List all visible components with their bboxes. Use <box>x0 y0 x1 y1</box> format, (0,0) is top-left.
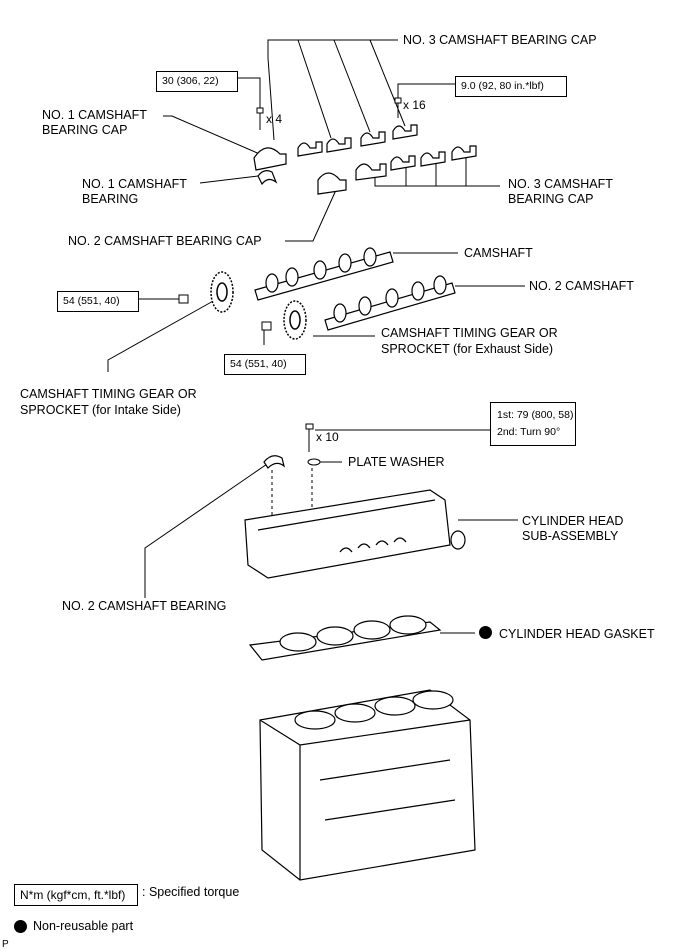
label-no3-cap-top: NO. 3 CAMSHAFT BEARING CAP <box>403 33 597 47</box>
no1-bearing-shape <box>257 170 278 186</box>
leader-cap3-top <box>267 39 398 141</box>
bolt-x16 <box>394 97 402 118</box>
no2-cap-shape <box>317 172 347 195</box>
qty-x10: x 10 <box>316 430 339 444</box>
legend-nonreusable-dot-icon <box>14 920 27 933</box>
label-no3-cap-right-2: BEARING CAP <box>508 192 594 206</box>
cylinder-head-gasket-shape <box>248 615 442 661</box>
torque-box-head-bolt: 1st: 79 (800, 58) 2nd: Turn 90° <box>490 402 576 446</box>
legend-torque-box: N*m (kgf*cm, ft.*lbf) <box>14 884 138 906</box>
torque-box-30: 30 (306, 22) <box>156 71 238 92</box>
label-cylinder-head-2: SUB-ASSEMBLY <box>522 529 619 543</box>
label-gear-intake-2: SPROCKET (for Intake Side) <box>20 403 181 417</box>
corner-mark: P <box>2 939 9 950</box>
label-gear-exhaust-2: SPROCKET (for Exhaust Side) <box>381 342 554 356</box>
label-camshaft: CAMSHAFT <box>464 246 533 260</box>
plate-washer-shape <box>307 458 321 466</box>
timing-gear-exhaust <box>283 300 307 340</box>
bearing-caps-no3-top <box>297 124 418 157</box>
gear-bolt-intake <box>178 294 189 304</box>
engine-block-shape <box>259 689 476 881</box>
torque-box-9: 9.0 (92, 80 in.*lbf) <box>455 76 567 97</box>
torque-head-step2: 2nd: Turn 90° <box>497 426 561 438</box>
cylinder-head-shape <box>244 489 466 579</box>
label-no2-cap: NO. 2 CAMSHAFT BEARING CAP <box>68 234 262 248</box>
camshaft-intake <box>254 247 394 301</box>
camshaft-exhaust <box>324 275 456 331</box>
bearing-caps-no3-right <box>355 145 477 181</box>
legend-torque-desc: : Specified torque <box>142 885 240 899</box>
gear-bolt-exhaust <box>261 321 272 331</box>
label-gear-exhaust-1: CAMSHAFT TIMING GEAR OR <box>381 326 558 340</box>
timing-gear-intake <box>210 271 234 313</box>
label-plate-washer: PLATE WASHER <box>348 455 445 469</box>
label-no2-bearing: NO. 2 CAMSHAFT BEARING <box>62 599 227 613</box>
no2-bearing-shape <box>263 455 285 469</box>
legend-nonreusable: Non-reusable part <box>33 919 134 933</box>
no1-cap-shape <box>253 147 287 171</box>
bolt-x4 <box>256 107 264 130</box>
torque-box-54-bottom: 54 (551, 40) <box>224 354 306 375</box>
bolt-x10 <box>305 423 314 452</box>
torque-head-step1: 1st: 79 (800, 58) <box>497 409 574 421</box>
qty-x16: x 16 <box>403 98 426 112</box>
label-no2-camshaft: NO. 2 CAMSHAFT <box>529 279 634 293</box>
label-cylinder-head-gasket: CYLINDER HEAD GASKET <box>499 627 655 641</box>
nonreusable-dot-icon <box>479 626 492 639</box>
label-cylinder-head-1: CYLINDER HEAD <box>522 514 624 528</box>
label-no1-bearing-1: NO. 1 CAMSHAFT <box>82 177 187 191</box>
label-no1-bearing-2: BEARING <box>82 192 139 206</box>
label-no1-cap-1: NO. 1 CAMSHAFT <box>42 108 147 122</box>
label-gear-intake-1: CAMSHAFT TIMING GEAR OR <box>20 387 197 401</box>
qty-x4: x 4 <box>266 112 283 126</box>
label-no1-cap-2: BEARING CAP <box>42 123 128 137</box>
torque-box-54-left: 54 (551, 40) <box>57 291 139 312</box>
label-no3-cap-right-1: NO. 3 CAMSHAFT <box>508 177 613 191</box>
